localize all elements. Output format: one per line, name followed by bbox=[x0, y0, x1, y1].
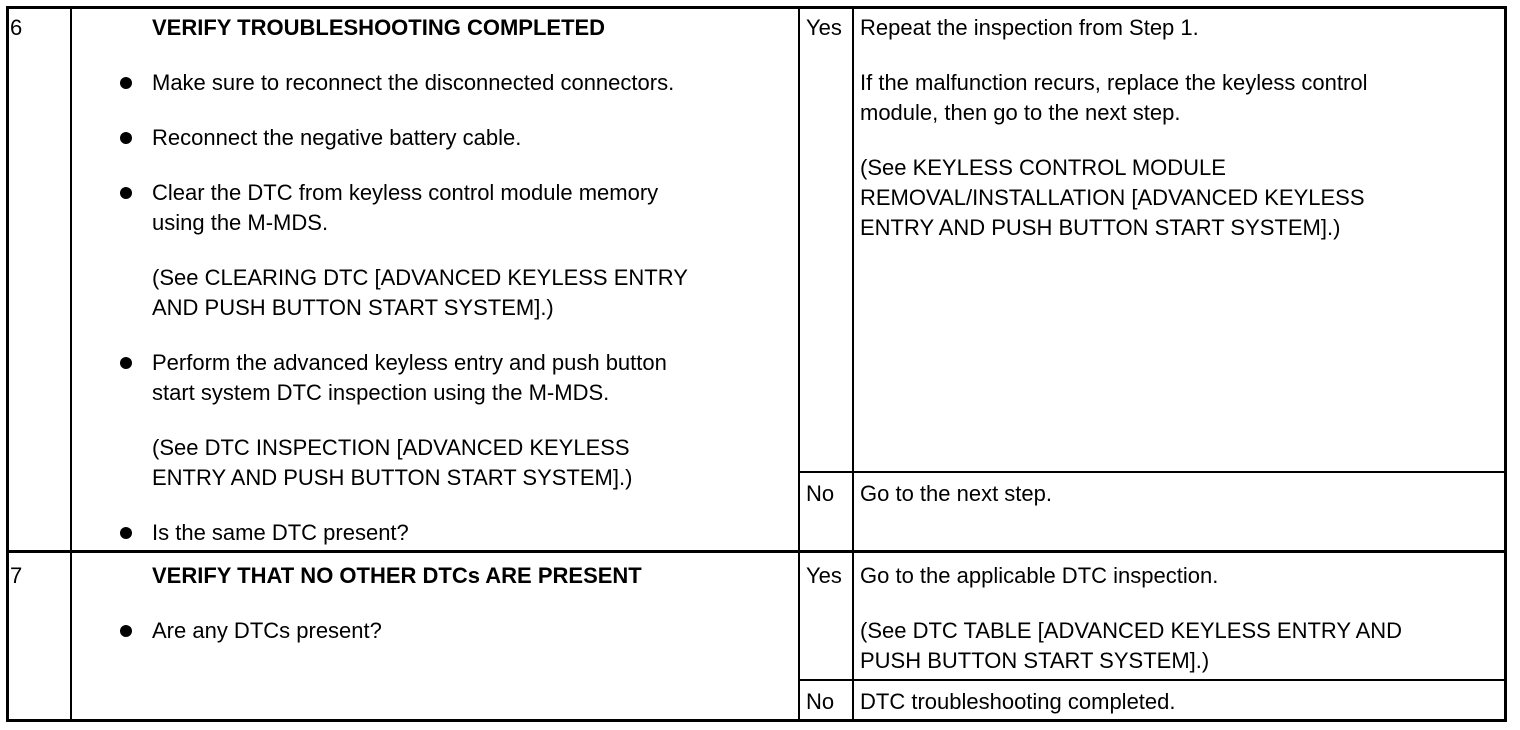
answer-no: No bbox=[806, 689, 835, 714]
column-divider-answer bbox=[798, 6, 800, 722]
check-item: Reconnect the negative battery cable. bbox=[152, 125, 522, 150]
bullet-icon bbox=[120, 527, 132, 539]
bullet-icon bbox=[120, 77, 132, 89]
check-item: Is the same DTC present? bbox=[152, 520, 409, 545]
action-text: Repeat the inspection from Step 1. bbox=[860, 15, 1199, 40]
step-number: 6 bbox=[10, 15, 23, 40]
row-divider bbox=[6, 550, 1507, 553]
step-title: VERIFY THAT NO OTHER DTCs ARE PRESENT bbox=[152, 563, 642, 588]
bullet-icon bbox=[120, 625, 132, 637]
step-number: 7 bbox=[10, 563, 23, 588]
bullet-icon bbox=[120, 187, 132, 199]
check-item: Are any DTCs present? bbox=[152, 618, 382, 643]
reference-note: (See KEYLESS CONTROL MODULE REMOVAL/INST… bbox=[860, 155, 1365, 240]
check-item: Perform the advanced keyless entry and p… bbox=[152, 350, 667, 405]
answer-yes: Yes bbox=[806, 563, 842, 588]
action-text: Go to the next step. bbox=[860, 481, 1053, 506]
action-text: If the malfunction recurs, replace the k… bbox=[860, 70, 1368, 125]
troubleshooting-table bbox=[6, 6, 1507, 722]
answer-no: No bbox=[806, 481, 835, 506]
action-text: DTC troubleshooting completed. bbox=[860, 689, 1176, 714]
check-item: Make sure to reconnect the disconnected … bbox=[152, 70, 675, 95]
answer-yes: Yes bbox=[806, 15, 842, 40]
column-divider-step bbox=[70, 6, 72, 722]
action-text: Go to the applicable DTC inspection. bbox=[860, 563, 1219, 588]
result-divider bbox=[798, 471, 1507, 473]
reference-note: (See DTC INSPECTION [ADVANCED KEYLESS EN… bbox=[152, 435, 633, 490]
bullet-icon bbox=[120, 132, 132, 144]
check-item: Clear the DTC from keyless control modul… bbox=[152, 180, 659, 235]
reference-note: (See DTC TABLE [ADVANCED KEYLESS ENTRY A… bbox=[860, 618, 1403, 673]
column-divider-action bbox=[852, 6, 854, 722]
result-divider bbox=[798, 679, 1507, 681]
step-title: VERIFY TROUBLESHOOTING COMPLETED bbox=[152, 15, 606, 40]
reference-note: (See CLEARING DTC [ADVANCED KEYLESS ENTR… bbox=[152, 265, 688, 320]
bullet-icon bbox=[120, 357, 132, 369]
